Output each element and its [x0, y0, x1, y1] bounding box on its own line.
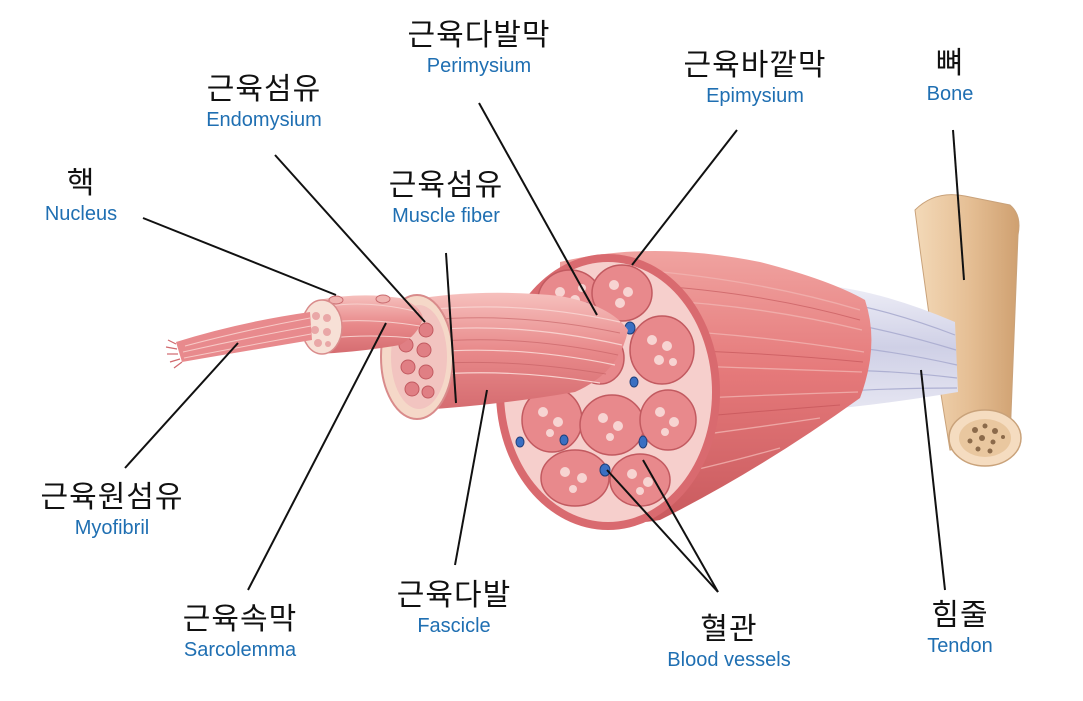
- label-fascicle-english: Fascicle: [417, 615, 491, 637]
- label-perimysium-korean: 근육다발막: [407, 18, 551, 53]
- leader-bone: [952, 129, 965, 281]
- leader-myofibril: [124, 342, 239, 469]
- label-blood-vessels-korean: 혈관: [700, 612, 758, 647]
- label-nucleus: 핵 Nucleus: [45, 166, 117, 226]
- label-tendon-korean: 힘줄: [931, 598, 989, 633]
- label-epimysium: 근육바깥막 Epimysium: [684, 48, 827, 108]
- label-sarcolemma-korean: 근육속막: [182, 602, 298, 637]
- label-perimysium-english: Perimysium: [426, 55, 532, 77]
- label-epimysium-korean: 근육바깥막: [683, 48, 827, 83]
- label-endomysium-english: Endomysium: [206, 109, 322, 131]
- label-sarcolemma: 근육속막 Sarcolemma: [183, 602, 297, 662]
- leader-blood-vessel-2: [642, 459, 719, 593]
- label-myofibril: 근육원섬유 Myofibril: [41, 480, 184, 540]
- leader-endomysium: [274, 154, 426, 323]
- label-fascicle: 근육다발 Fascicle: [397, 578, 511, 638]
- label-nucleus-english: Nucleus: [44, 203, 118, 225]
- label-epimysium-english: Epimysium: [706, 85, 804, 107]
- label-blood-vessels: 혈관 Blood vessels: [667, 612, 790, 672]
- leader-tendon: [920, 369, 946, 591]
- label-fascicle-korean: 근육다발: [396, 578, 512, 613]
- label-myofibril-korean: 근육원섬유: [40, 480, 184, 515]
- label-tendon-english: Tendon: [927, 635, 993, 657]
- muscle-fiber: [301, 294, 423, 355]
- label-bone-korean: 뼈: [935, 46, 965, 81]
- label-endomysium: 근육섬유 Endomysium: [206, 72, 322, 132]
- leader-perimysium: [478, 102, 598, 316]
- label-blood-vessels-english: Blood vessels: [667, 649, 791, 671]
- label-muscle-fiber: 근육섬유 Muscle fiber: [389, 168, 503, 228]
- label-myofibril-english: Myofibril: [74, 517, 150, 539]
- leader-fascicle: [454, 389, 488, 566]
- label-nucleus-korean: 핵: [66, 166, 96, 201]
- label-bone-english: Bone: [926, 83, 974, 105]
- leader-blood-vessel-1: [606, 469, 719, 593]
- label-tendon: 힘줄 Tendon: [927, 598, 993, 658]
- label-sarcolemma-english: Sarcolemma: [183, 639, 297, 661]
- leader-nucleus: [142, 217, 337, 296]
- label-muscle-fiber-korean: 근육섬유: [388, 168, 504, 203]
- myofibril: [165, 312, 312, 369]
- label-bone: 뼈 Bone: [927, 46, 974, 106]
- label-endomysium-korean: 근육섬유: [206, 72, 322, 107]
- leader-sarcolemma: [247, 322, 387, 591]
- label-muscle-fiber-english: Muscle fiber: [392, 205, 500, 227]
- leader-lines: [124, 102, 965, 593]
- leader-muscle-fiber: [445, 252, 457, 404]
- leader-epimysium: [631, 129, 738, 266]
- label-perimysium: 근육다발막 Perimysium: [408, 18, 551, 78]
